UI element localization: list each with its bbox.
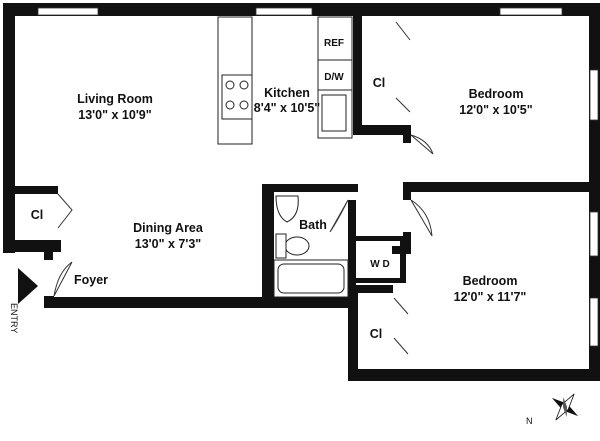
closet-label-bedroom-2: Cl	[370, 327, 383, 341]
dining-area-size: 13'0" x 7'3"	[135, 237, 202, 251]
kitchen-name: Kitchen	[264, 86, 310, 100]
compass-rose-icon	[551, 393, 579, 421]
entry-label: ENTRY	[9, 303, 19, 333]
kitchen-counter	[217, 16, 353, 145]
compass-north-label: N	[526, 416, 533, 426]
windows	[37, 7, 599, 347]
bath-name: Bath	[299, 218, 327, 232]
walls	[3, 3, 600, 381]
refrigerator-label: REF	[324, 38, 344, 49]
entry-arrow-icon	[18, 268, 38, 304]
bedroom-2-size: 12'0" x 11'7"	[454, 290, 527, 304]
bedroom-1-size: 12'0" x 10'5"	[459, 103, 532, 117]
bath-fixtures	[273, 195, 349, 298]
closet-label-bedroom-1: Cl	[373, 76, 386, 90]
foyer-name: Foyer	[74, 273, 108, 287]
bedroom-1-name: Bedroom	[469, 87, 524, 101]
living-room-name: Living Room	[77, 92, 153, 106]
living-room-size: 13'0" x 10'9"	[78, 108, 151, 122]
dishwasher-label: D/W	[324, 72, 344, 83]
kitchen-size: 8'4" x 10'5"	[254, 101, 321, 115]
washer-dryer-label: W D	[370, 259, 389, 270]
bedroom-2-name: Bedroom	[463, 274, 518, 288]
doors	[53, 21, 434, 355]
closet-label-living: Cl	[31, 208, 44, 222]
dining-area-name: Dining Area	[133, 221, 204, 235]
